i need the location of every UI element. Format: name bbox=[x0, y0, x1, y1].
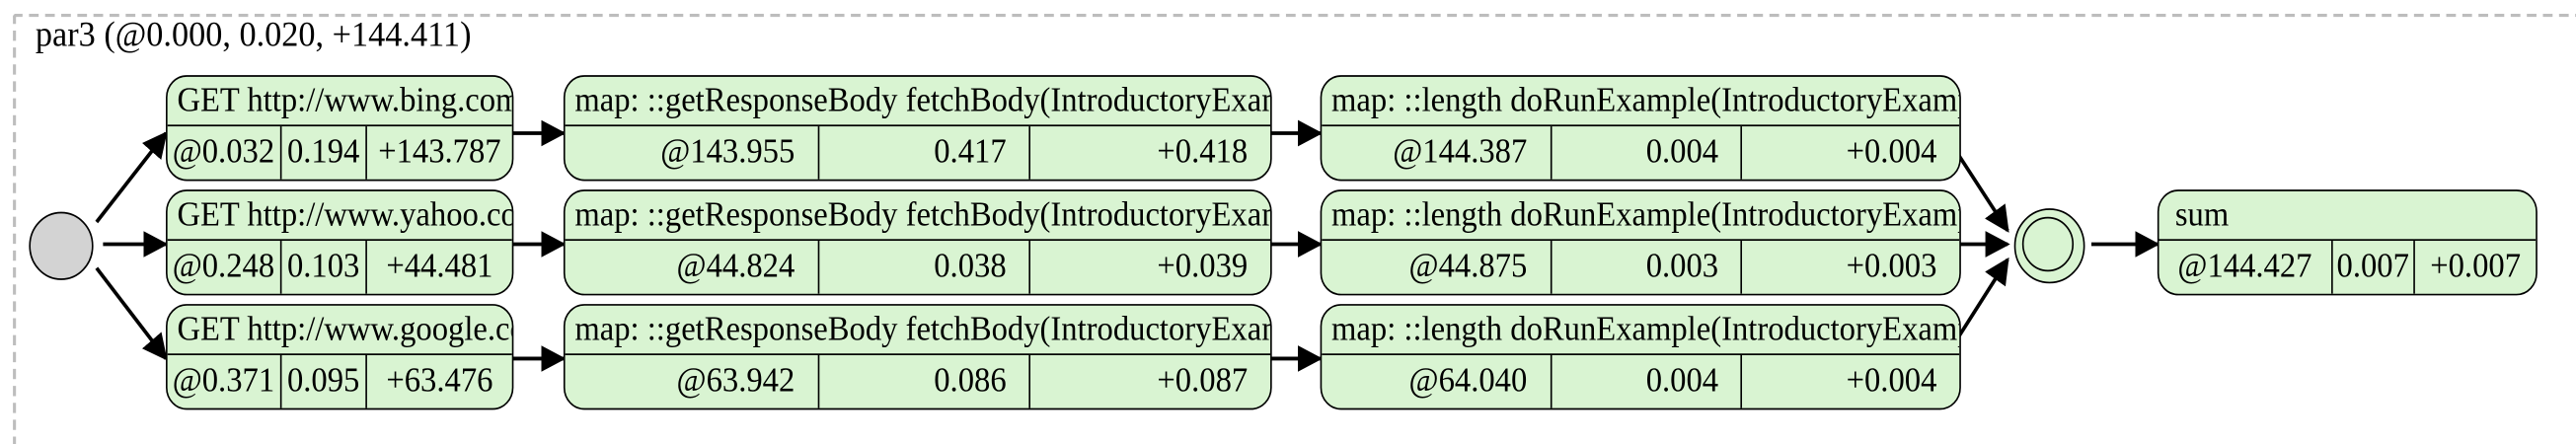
node-title: GET http://www.yahoo.com bbox=[167, 191, 512, 242]
cell-timestamp: @144.427 bbox=[2159, 241, 2333, 294]
cell-self: 0.194 bbox=[281, 126, 368, 180]
node-cells: @144.387 0.004 +0.004 bbox=[1322, 126, 1959, 180]
cell-timestamp: @0.032 bbox=[168, 126, 281, 180]
node-get-bing[interactable]: GET http://www.bing.com @0.032 0.194 +14… bbox=[166, 75, 514, 182]
cell-total: +0.418 bbox=[1157, 133, 1249, 172]
cell-timestamp: @143.955 bbox=[566, 126, 819, 180]
cell-total: +0.007 bbox=[2430, 247, 2522, 286]
cell-self: 0.007 bbox=[2332, 241, 2416, 294]
node-length-1[interactable]: map: ::length doRunExample(IntroductoryE… bbox=[1320, 75, 1961, 182]
node-cells: @0.371 0.095 +63.476 bbox=[168, 355, 512, 408]
node-cells: @0.032 0.194 +143.787 bbox=[168, 126, 512, 180]
cell-timestamp: @0.248 bbox=[168, 241, 281, 294]
cell-total: +0.004 bbox=[1846, 133, 1937, 172]
cell-self: 0.038 bbox=[819, 241, 1031, 294]
cell-timestamp: @44.824 bbox=[566, 241, 819, 294]
cell-timestamp: @144.387 bbox=[1322, 126, 1552, 180]
cell-self: 0.004 bbox=[1552, 355, 1743, 408]
node-title: GET http://www.google.com bbox=[167, 306, 512, 356]
cluster-par3 bbox=[13, 13, 2576, 444]
node-get-google[interactable]: GET http://www.google.com @0.371 0.095 +… bbox=[166, 304, 514, 410]
node-cells: @64.040 0.004 +0.004 bbox=[1322, 355, 1959, 408]
node-cells: @44.824 0.038 +0.039 bbox=[566, 241, 1270, 294]
cell-total: +0.087 bbox=[1157, 361, 1249, 401]
cell-total: +63.476 bbox=[386, 361, 493, 401]
node-title: map: ::length doRunExample(IntroductoryE… bbox=[1322, 306, 1960, 356]
cell-total: +44.481 bbox=[386, 247, 493, 286]
cell-self: 0.095 bbox=[281, 355, 368, 408]
node-length-3[interactable]: map: ::length doRunExample(IntroductoryE… bbox=[1320, 304, 1961, 410]
node-title: map: ::getResponseBody fetchBody(Introdu… bbox=[565, 191, 1271, 242]
node-cells: @143.955 0.417 +0.418 bbox=[566, 126, 1270, 180]
node-title: sum bbox=[2159, 191, 2537, 242]
node-length-2[interactable]: map: ::length doRunExample(IntroductoryE… bbox=[1320, 189, 1961, 296]
node-title: map: ::getResponseBody fetchBody(Introdu… bbox=[565, 77, 1271, 127]
node-get-yahoo[interactable]: GET http://www.yahoo.com @0.248 0.103 +4… bbox=[166, 189, 514, 296]
node-cells: @144.427 0.007 +0.007 bbox=[2159, 241, 2537, 294]
node-cells: @0.248 0.103 +44.481 bbox=[168, 241, 512, 294]
cell-total: +0.039 bbox=[1157, 247, 1249, 286]
node-title: GET http://www.bing.com bbox=[167, 77, 512, 127]
cell-self: 0.417 bbox=[819, 126, 1031, 180]
node-body-1[interactable]: map: ::getResponseBody fetchBody(Introdu… bbox=[563, 75, 1272, 182]
join-node[interactable] bbox=[2013, 208, 2085, 284]
node-body-3[interactable]: map: ::getResponseBody fetchBody(Introdu… bbox=[563, 304, 1272, 410]
node-sum[interactable]: sum @144.427 0.007 +0.007 bbox=[2157, 189, 2538, 296]
cell-self: 0.103 bbox=[281, 241, 368, 294]
cell-total: +0.003 bbox=[1846, 247, 1937, 286]
node-cells: @63.942 0.086 +0.087 bbox=[566, 355, 1270, 408]
node-title: map: ::length doRunExample(IntroductoryE… bbox=[1322, 77, 1960, 127]
cluster-label: par3 (@0.000, 0.020, +144.411) bbox=[35, 13, 472, 55]
join-node-inner bbox=[2021, 216, 2075, 272]
node-body-2[interactable]: map: ::getResponseBody fetchBody(Introdu… bbox=[563, 189, 1272, 296]
node-cells: @44.875 0.003 +0.003 bbox=[1322, 241, 1959, 294]
cell-timestamp: @63.942 bbox=[566, 355, 819, 408]
cell-total: +0.004 bbox=[1846, 361, 1937, 401]
node-title: map: ::getResponseBody fetchBody(Introdu… bbox=[565, 306, 1271, 356]
start-node[interactable] bbox=[29, 211, 94, 280]
cell-self: 0.004 bbox=[1552, 126, 1743, 180]
cell-total: +143.787 bbox=[378, 133, 501, 172]
cell-self: 0.003 bbox=[1552, 241, 1743, 294]
cell-timestamp: @0.371 bbox=[168, 355, 281, 408]
cell-timestamp: @64.040 bbox=[1322, 355, 1552, 408]
node-title: map: ::length doRunExample(IntroductoryE… bbox=[1322, 191, 1960, 242]
cell-self: 0.086 bbox=[819, 355, 1031, 408]
cell-timestamp: @44.875 bbox=[1322, 241, 1552, 294]
